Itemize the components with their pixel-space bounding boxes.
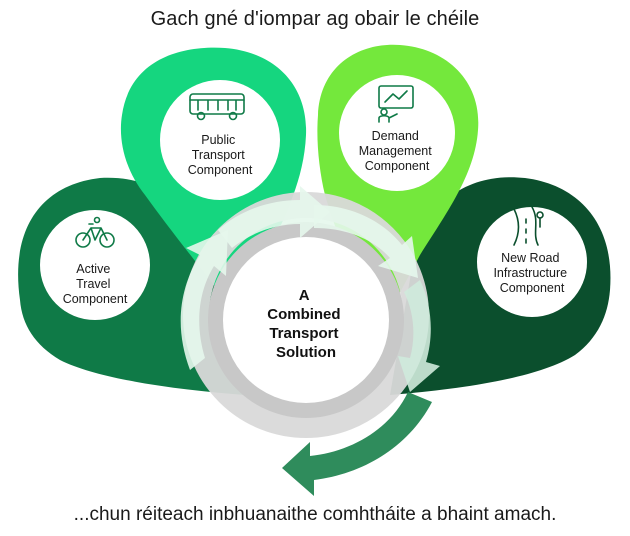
- active-travel-label: Active Travel Component: [63, 262, 128, 306]
- presentation-icon: [378, 85, 414, 123]
- diagram-footer: ...chun réiteach inbhuanaithe comhtháite…: [73, 504, 557, 525]
- road-icon: [513, 206, 544, 246]
- cycle-arrow-bottom: [282, 392, 432, 496]
- cycle-arrow-right: [398, 280, 440, 392]
- demand-management-circle: [339, 75, 455, 191]
- diagram-title: Gach gné d'iompar ag obair le chéile: [150, 8, 480, 30]
- center-hub-inner: [223, 237, 389, 403]
- demand-management-label: Demand Management Component: [359, 129, 435, 173]
- bus-icon: [189, 93, 245, 121]
- cycle-arrow-top: [218, 186, 330, 248]
- cycle-arrow-left: [180, 230, 228, 370]
- new-road-circle: [477, 207, 587, 317]
- hub-label: A Combined Transport Solution: [267, 287, 345, 361]
- new-road-label: New Road Infrastructure Component: [493, 251, 570, 295]
- public-transport-label: Public Transport Component: [188, 133, 253, 177]
- active-travel-circle: [40, 210, 150, 320]
- bicycle-icon: [75, 216, 115, 248]
- cycle-arrow-right-top: [314, 205, 418, 278]
